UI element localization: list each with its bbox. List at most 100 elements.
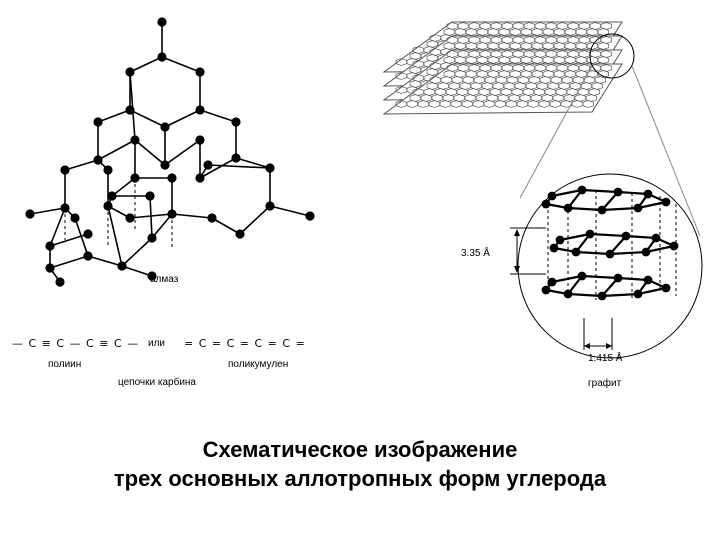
diamond-atom [195,135,205,145]
bond-length-label: 1.415 Å [588,353,623,364]
graphite-atom [661,197,671,207]
diagram-canvas [25,17,703,359]
diamond-bond [164,139,201,166]
graphite-bond [567,292,603,298]
diamond-bond [87,255,123,267]
diamond-bond [64,159,99,171]
graphite-atom [577,185,587,195]
graphite-atom [549,243,559,253]
diamond-bond [171,213,213,219]
graphite-bond [581,188,619,194]
graphite-atom [641,247,651,257]
diamond-atom [130,135,140,145]
diamond-label: алмаз [150,274,179,285]
polyyne-formula: — C ≡ C — C ≡ C — [12,337,140,350]
diamond-bond [239,205,271,235]
graphite-bond [637,286,667,296]
diamond-bond [129,109,166,128]
diamond-atom [93,155,103,165]
diamond-atom [60,203,70,213]
zoom-guide-line [631,65,701,237]
or-label: или [148,338,166,349]
graphite-atom [571,247,581,257]
graphite-bond [575,250,611,256]
diamond-atom [125,105,135,115]
graphite-atom [541,199,551,209]
diamond-atom [147,233,157,243]
carbyne-label: цепочки карбина [118,377,196,388]
polyyne-label: полиин [48,359,82,370]
graphite-atom [651,233,661,243]
arrowhead [606,343,612,349]
diamond-bond [121,265,153,277]
diamond-atom [167,173,177,183]
graphite-atom [577,271,587,281]
diamond-atom [157,52,167,62]
polycumulene-label: поликумулен [228,359,289,370]
diamond-bond [129,56,163,73]
graphite-layer-bottom [541,271,671,301]
graphite-bond [601,292,639,298]
diamond-bond [207,164,271,169]
diamond-atom [125,213,135,223]
diamond-bond [74,217,89,257]
graphite-atom [541,285,551,295]
graphite-bond [625,234,657,240]
graphite-atom [597,205,607,215]
diamond-atom [70,213,80,223]
diamond-bond [164,109,201,128]
diamond-atom [203,160,213,170]
graphene-sheet-mesh [395,64,613,108]
diamond-atom [117,261,127,271]
graphite-atom [555,235,565,245]
graphite-atom [597,291,607,301]
diamond-atom [305,211,315,221]
interlayer-spacing-label: 3.35 Å [461,248,490,259]
graphite-atom [585,229,595,239]
diamond-bond [129,71,136,141]
arrowhead [514,266,520,273]
graphite-atom [633,289,643,299]
graphite-atom [643,275,653,285]
diamond-bond [149,195,153,239]
graphite-bond [589,232,627,238]
graphite-atom [563,289,573,299]
graphite-atom [621,231,631,241]
diamond-atom [130,173,140,183]
diamond-bond [269,205,311,217]
diamond-bond [97,139,136,161]
diamond-bond [129,213,173,219]
graphite-layer-top [541,185,671,215]
diamond-atom [157,17,167,27]
caption-line-1: Схематическое изображение [202,437,518,462]
graphite-layer-middle [549,229,679,259]
graphite-atom [547,277,557,287]
diamond-atom [83,229,93,239]
graphite-bond [617,190,649,196]
diamond-atom [265,163,275,173]
graphite-atom [669,241,679,251]
graphite-zoom-circle [510,33,703,359]
diamond-atom [207,213,217,223]
diamond-bond [29,207,66,215]
graphite-atom [613,187,623,197]
diamond-atom [167,209,177,219]
graphite-bond [601,206,639,212]
diamond-lattice [25,17,315,287]
graphite-bond [645,244,675,254]
diamond-atom [107,191,117,201]
graphene-sheets-stack [382,21,623,115]
graphite-bond [637,200,667,210]
diamond-atom [125,67,135,77]
graphite-atom [633,203,643,213]
graphite-atom [643,189,653,199]
hex-cell [582,100,595,108]
graphite-bond [617,276,649,282]
diamond-bond [111,177,136,197]
diamond-atom [235,229,245,239]
diamond-atom [25,209,35,219]
diamond-bond [211,217,241,235]
diamond-bond [235,157,271,169]
graphite-bond [551,274,583,284]
